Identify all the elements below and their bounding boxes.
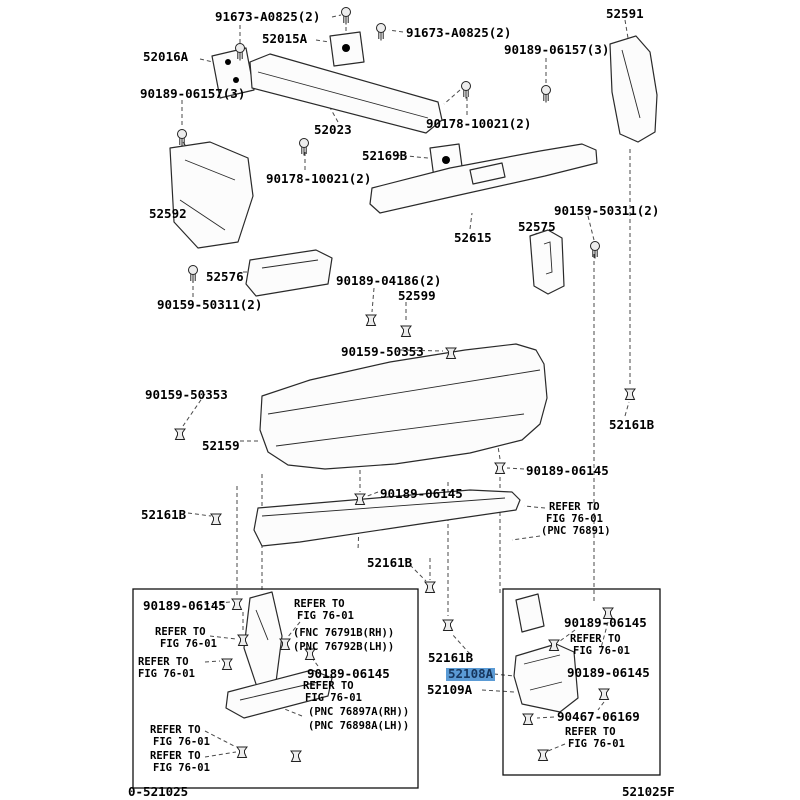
box-right-small	[515, 593, 545, 633]
part-label[interactable]: 90189-04186(2)	[336, 273, 442, 288]
part-label[interactable]: 90189-06145	[307, 666, 390, 681]
note-label: FIG 76-01	[160, 638, 217, 650]
part-label[interactable]: 90189-06145	[143, 598, 226, 613]
part-label[interactable]: 90189-06145	[564, 615, 647, 630]
part-label[interactable]: 90467-06169	[557, 709, 640, 724]
detail-box-left	[132, 588, 419, 789]
part-label[interactable]: 52109A	[427, 682, 473, 697]
part-label[interactable]: 90159-50311(2)	[157, 297, 263, 312]
note-label: FIG 76-01	[153, 762, 210, 774]
part-label[interactable]: 90189-06145	[526, 463, 609, 478]
note-label: (PNC 76897A(RH))	[308, 706, 410, 718]
part-label[interactable]: 90159-50311(2)	[554, 203, 660, 218]
side-seal-52592	[169, 141, 254, 249]
part-label[interactable]: 52159	[202, 438, 240, 453]
part-label[interactable]: 52592	[149, 206, 187, 221]
figure-code: 0-521025	[128, 784, 189, 799]
note-label: REFER TO	[565, 726, 616, 738]
part-label[interactable]: 90178-10021(2)	[426, 116, 532, 131]
part-label[interactable]: 90189-06145	[567, 665, 650, 680]
part-label[interactable]: 91673-A0825(2)	[406, 25, 512, 40]
note-label: (PNC 76898A(LH))	[308, 720, 410, 732]
absorber-hole	[469, 162, 506, 185]
note-label: REFER TO	[138, 656, 189, 668]
part-label[interactable]: 52023	[314, 122, 352, 137]
part-label[interactable]: 91673-A0825(2)	[215, 9, 321, 24]
part-label[interactable]: 90189-06145	[380, 486, 463, 501]
note-label: (FNC 76791B(RH))	[293, 627, 395, 639]
part-label[interactable]: 52161B	[609, 417, 655, 432]
note-label: (PNC 76891)	[541, 525, 611, 537]
box-left-bracket	[225, 669, 333, 719]
part-label-selected[interactable]: 52108A	[446, 666, 496, 681]
side-support-52591	[609, 35, 658, 143]
part-label[interactable]: 90159-50353	[341, 344, 424, 359]
box-right-bracket	[513, 643, 579, 713]
bracket-52016A	[211, 47, 255, 99]
part-shapes	[169, 31, 658, 719]
note-label: REFER TO	[294, 598, 345, 610]
note-label: FIG 76-01	[153, 736, 210, 748]
part-label[interactable]: 90189-06157(3)	[140, 86, 246, 101]
bracket-52576	[245, 249, 333, 297]
bumper-cover-52159	[259, 343, 548, 470]
part-label[interactable]: 52591	[606, 6, 644, 21]
bracket-52575	[529, 229, 565, 295]
box-left-flap	[243, 591, 283, 691]
note-label: REFER TO	[570, 633, 621, 645]
note-label: FIG 76-01	[297, 610, 354, 622]
part-label[interactable]: 52015A	[262, 31, 308, 46]
note-label: FIG 76-01	[568, 738, 625, 750]
note-label: REFER TO	[150, 724, 201, 736]
note-label: FIG 76-01	[305, 692, 362, 704]
note-label: FIG 76-01	[138, 668, 195, 680]
part-label[interactable]: 52575	[518, 219, 556, 234]
note-label: REFER TO	[549, 501, 600, 513]
note-label: REFER TO	[155, 626, 206, 638]
note-label: REFER TO	[303, 680, 354, 692]
part-label[interactable]: 52161B	[428, 650, 474, 665]
part-details	[179, 44, 641, 701]
note-label: (PNC 76792B(LH))	[293, 641, 395, 653]
part-label[interactable]: 90189-06157(3)	[504, 42, 610, 57]
note-label: REFER TO	[150, 750, 201, 762]
lower-retainer	[253, 489, 521, 547]
note-label: FIG 76-01	[546, 513, 603, 525]
detail-box-right	[502, 588, 661, 776]
part-label[interactable]: 52016A	[143, 49, 189, 64]
note-label: FIG 76-01	[573, 645, 630, 657]
part-label[interactable]: 52615	[454, 230, 492, 245]
part-label[interactable]: 52599	[398, 288, 436, 303]
part-label[interactable]: 52576	[206, 269, 244, 284]
part-label[interactable]: 52169B	[362, 148, 408, 163]
reinforcement-52023	[249, 53, 443, 134]
part-label[interactable]: 90178-10021(2)	[266, 171, 372, 186]
part-label[interactable]: 52161B	[367, 555, 413, 570]
figure-ref: 521025F	[622, 784, 675, 799]
part-label[interactable]: 90159-50353	[145, 387, 228, 402]
part-label[interactable]: 52161B	[141, 507, 187, 522]
